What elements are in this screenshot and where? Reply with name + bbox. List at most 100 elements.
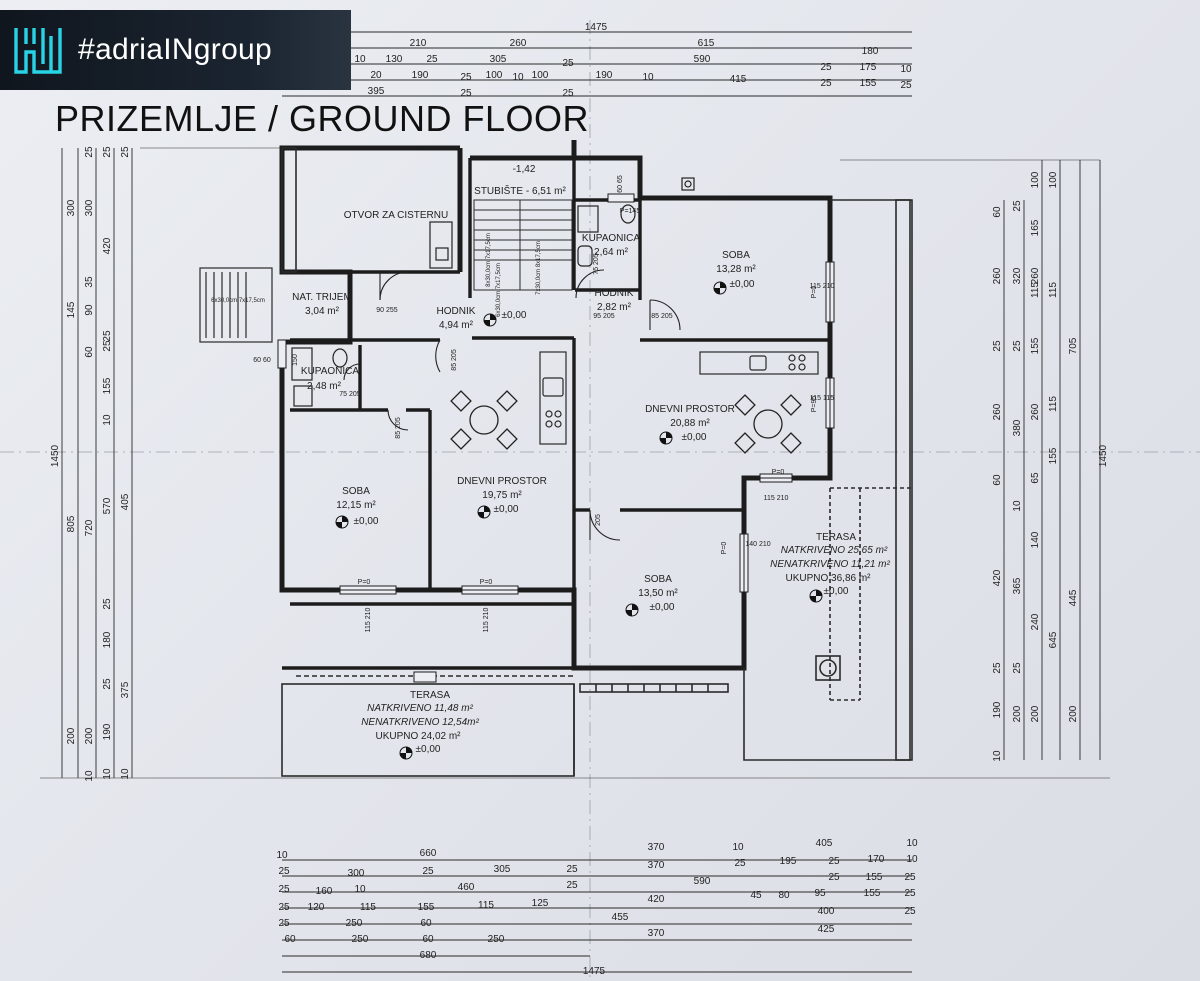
dimension-label: 175 [860, 62, 877, 73]
opening-label: 60 60 [253, 357, 271, 364]
reference-lines [0, 20, 1200, 981]
opening-label: 90 255 [376, 307, 398, 314]
dnevni-east-area: 20,88 m² [670, 418, 710, 429]
dimension-label: 10 [84, 770, 95, 782]
dimension-label: 590 [694, 876, 711, 887]
dimension-label: 25 [102, 340, 113, 352]
dimension-label: 195 [780, 856, 797, 867]
dimension-label: 680 [420, 950, 437, 961]
dimension-label: 260 [510, 38, 527, 49]
dimension-label: 25 [1012, 340, 1023, 352]
dimension-label: 10 [102, 414, 113, 426]
dimension-label: 455 [612, 912, 629, 923]
hodnik1-level: ±0,00 [502, 310, 527, 321]
dimension-label: 10 [1012, 500, 1023, 512]
hodnik2-area: 2,82 m² [597, 302, 632, 313]
dimension-label: 370 [648, 860, 665, 871]
terasa-south-name: TERASA [410, 690, 450, 701]
soba-ne-name: SOBA [722, 250, 750, 261]
opening-label: 115 210 [764, 495, 789, 502]
soba-ne-area: 13,28 m² [716, 264, 756, 275]
dimension-label: 190 [596, 70, 613, 81]
dimension-label: 445 [1068, 589, 1079, 606]
dimension-label: 250 [346, 918, 363, 929]
dimension-label: 25 [102, 598, 113, 610]
dimension-label: 405 [816, 838, 833, 849]
dimension-label: 200 [66, 727, 77, 744]
dimension-label: 20 [370, 70, 382, 81]
dimension-label: 25 [102, 678, 113, 690]
dimension-label: 25 [904, 888, 916, 899]
nat-trijem-area: 3,04 m² [305, 306, 340, 317]
dimension-label: 260 [1030, 267, 1041, 284]
opening-labels: 115 210 115 210 115 210 140 210 115 115 … [211, 175, 834, 632]
dimension-label: 155 [102, 377, 113, 394]
terasa-south-covered: NATKRIVENO 11,48 m² [367, 703, 473, 714]
dimension-label: 130 [386, 54, 403, 65]
dimension-label: 145 [66, 301, 77, 318]
dimension-label: 80 [778, 890, 790, 901]
dimension-label: 180 [102, 631, 113, 648]
dimension-label: 100 [532, 70, 549, 81]
dimension-label: 395 [368, 86, 385, 97]
dimension-label: 60 [422, 934, 434, 945]
dimension-label: 25 [820, 78, 832, 89]
dimension-label: 210 [410, 38, 427, 49]
dimension-label: 25 [992, 662, 1003, 674]
opening-label: 115 210 [365, 608, 372, 633]
dimension-label: 25 [820, 62, 832, 73]
terasa-east-name: TERASA [816, 532, 856, 543]
dimension-label: 65 [1030, 472, 1041, 484]
level-markers [335, 281, 823, 760]
dimension-label: 380 [1012, 419, 1023, 436]
dimension-label: 25 [1012, 200, 1023, 212]
kupaonica-left-area: 2,48 m² [307, 381, 342, 392]
dims-bottom: 10 660 370 10 405 10 25 300 25 305 25 37… [276, 838, 918, 977]
dimension-label: 200 [1030, 705, 1041, 722]
soba-ne-level: ±0,00 [730, 279, 755, 290]
dimension-label: 365 [1012, 577, 1023, 594]
dimension-label: 115 [478, 900, 494, 911]
dimension-label: 155 [1030, 337, 1041, 354]
dimension-label: 375 [120, 681, 131, 698]
dimension-label: 165 [1030, 219, 1041, 236]
dimension-label: 10 [906, 838, 918, 849]
dimension-label: 60 [84, 346, 95, 358]
dimension-label: 420 [102, 237, 113, 254]
dimension-label: 400 [818, 906, 835, 917]
exterior-stair [199, 267, 273, 343]
dimension-label: 10 [120, 768, 131, 780]
dimension-label: 25 [900, 80, 912, 91]
dimension-label: 250 [488, 934, 505, 945]
dimension-label: 1475 [583, 966, 606, 977]
dimension-label: 415 [730, 74, 747, 85]
dimension-label: 25 [426, 54, 438, 65]
dimension-label: 10 [276, 850, 288, 861]
dimension-label: 200 [84, 727, 95, 744]
nat-trijem-name: NAT. TRIJEM [292, 292, 352, 303]
terasa-south-level: ±0,00 [416, 744, 441, 755]
kupaonica-top-name: KUPAONICA [582, 233, 640, 244]
dimension-label: 160 [316, 886, 333, 897]
opening-label: 6x30,0cm 7x17,5cm [211, 298, 265, 304]
opening-label: 115 210 [483, 608, 490, 633]
dimension-label: 25 [102, 330, 113, 342]
dimension-label: 10 [354, 54, 366, 65]
dimension-label: 115 [1048, 282, 1059, 298]
dimension-label: 250 [352, 934, 369, 945]
dimension-label: 615 [698, 38, 715, 49]
dimension-label: 720 [84, 519, 95, 536]
dimension-label: 10 [900, 64, 912, 75]
hodnik1-area: 4,94 m² [439, 320, 474, 331]
room-labels: -1,42 STUBIŠTE - 6,51 m² OTVOR ZA CISTER… [292, 164, 890, 755]
dimension-label: 190 [992, 701, 1003, 718]
terasa-east-covered: NATKRIVENO 25,65 m² [781, 545, 888, 556]
terasa-east-uncovered: NENATKRIVENO 11,21 m² [770, 559, 890, 570]
dimension-label: 155 [864, 888, 881, 899]
opening-label: P=95 [811, 396, 818, 413]
opening-label: 8x30,0cm 7x17,5cm [486, 233, 492, 287]
opening-label: 140 210 [745, 541, 770, 548]
dimension-label: 10 [642, 72, 654, 83]
stubiste-name: STUBIŠTE - 6,51 m² [474, 184, 566, 197]
